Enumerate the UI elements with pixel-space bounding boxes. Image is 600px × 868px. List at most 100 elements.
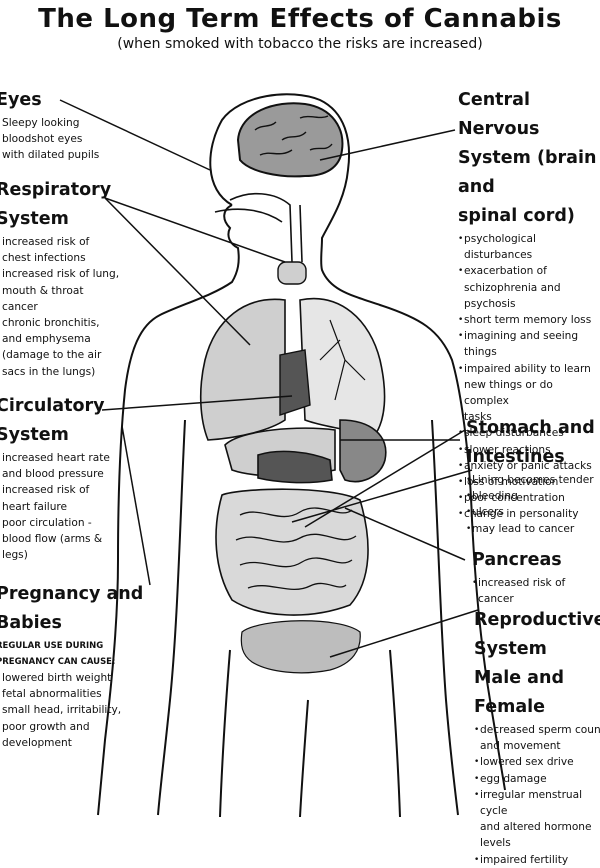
effect-item: psychological disturbances bbox=[458, 231, 600, 263]
respiratory-effects-list: increased risk of chest infections incre… bbox=[0, 234, 119, 380]
stomach-effects-list: Lining becomes tender bleeding ulcers ma… bbox=[466, 472, 595, 537]
heading-line: Intestines bbox=[466, 447, 565, 467]
effect-item: bloodshot eyes bbox=[2, 133, 83, 146]
eyes-heading: Eyes bbox=[0, 86, 99, 115]
cns-heading: Central Nervous System (brain and spinal… bbox=[458, 86, 600, 231]
effect-item: fetal abnormalities bbox=[0, 686, 143, 702]
heading-line: Central Nervous bbox=[458, 90, 540, 139]
effect-item: increased risk of cancer bbox=[472, 575, 600, 607]
respiratory-section: Respiratory System increased risk of che… bbox=[0, 176, 119, 380]
effect-item: and emphysema bbox=[2, 333, 91, 346]
effect-item: poor growth and bbox=[2, 720, 90, 733]
effect-item: increased heart rate bbox=[0, 450, 110, 466]
effect-item: and movement bbox=[480, 740, 561, 753]
stomach-liver bbox=[224, 419, 387, 484]
heart bbox=[279, 349, 311, 416]
effect-item: may lead to cancer bbox=[466, 521, 595, 537]
heading-line: System bbox=[0, 209, 69, 229]
effect-item: and blood pressure bbox=[2, 468, 104, 481]
effect-item: increased risk of lung, bbox=[0, 266, 119, 282]
pregnancy-note: PREGNANCY CAN CAUSE: bbox=[0, 657, 116, 667]
heading-line: System bbox=[474, 639, 547, 659]
stomach-heading: Stomach and Intestines bbox=[466, 414, 595, 472]
effect-item: heart failure bbox=[2, 500, 68, 513]
effect-item: exacerbation of bbox=[458, 263, 600, 279]
pregnancy-section: Pregnancy and Babies REGULAR USE DURING … bbox=[0, 580, 143, 751]
reproductive-heading: Reproductive System Male and Female bbox=[474, 606, 600, 722]
effect-item: legs) bbox=[2, 549, 28, 562]
circulatory-section: Circulatory System increased heart rate … bbox=[0, 392, 110, 563]
effect-item: small head, irritability, bbox=[0, 702, 143, 718]
effect-item: egg damage bbox=[474, 771, 600, 787]
eyes-section: Eyes Sleepy looking bloodshot eyes with … bbox=[0, 86, 99, 164]
reproductive-effects-list: decreased sperm count and movement lower… bbox=[474, 722, 600, 868]
pointer-lines bbox=[59, 99, 479, 658]
heading-line: System bbox=[0, 425, 69, 445]
effect-item: slower reactions bbox=[458, 442, 600, 458]
effect-item: and altered hormone bbox=[480, 821, 592, 834]
heading-line: spinal cord) bbox=[458, 206, 575, 226]
effect-item: (damage to the air bbox=[2, 349, 102, 362]
effect-item: cancer bbox=[2, 300, 38, 313]
effect-item: increased risk of bbox=[0, 234, 119, 250]
effect-item: anxiety or panic attacks bbox=[458, 458, 600, 474]
heading-line: Babies bbox=[0, 613, 62, 633]
circulatory-heading: Circulatory System bbox=[0, 392, 110, 450]
effect-item: blood flow (arms & bbox=[2, 533, 103, 546]
brain bbox=[236, 102, 344, 178]
effect-item: imagining and seeing things bbox=[458, 328, 600, 360]
page-title: The Long Term Effects of Cannabis bbox=[38, 4, 562, 34]
effect-item: lowered sex drive bbox=[474, 754, 600, 770]
respiratory-heading: Respiratory System bbox=[0, 176, 119, 234]
pregnancy-note: REGULAR USE DURING bbox=[0, 641, 104, 651]
effect-item: levels bbox=[480, 837, 511, 850]
effect-item: Lining becomes tender bbox=[466, 472, 595, 488]
pregnancy-effects-list: lowered birth weight fetal abnormalities… bbox=[0, 670, 143, 751]
effect-item: decreased sperm count bbox=[474, 722, 600, 738]
stomach-section: Stomach and Intestines Lining becomes te… bbox=[466, 414, 595, 537]
effect-item: chest infections bbox=[2, 252, 86, 265]
effect-item: chronic bronchitis, bbox=[0, 315, 119, 331]
thyroid bbox=[277, 261, 307, 285]
pregnancy-heading: Pregnancy and Babies bbox=[0, 580, 143, 638]
uterus bbox=[240, 620, 361, 674]
heading-line: Pregnancy and bbox=[0, 584, 144, 604]
heading-line: Eyes bbox=[0, 90, 42, 110]
pancreas-section: Pancreas increased risk of cancer bbox=[472, 546, 600, 607]
effect-item: new things or do complex bbox=[464, 378, 553, 408]
effect-item: sacs in the lungs) bbox=[2, 365, 96, 378]
airway bbox=[214, 192, 303, 263]
heading-line: Reproductive bbox=[474, 610, 600, 630]
reproductive-section: Reproductive System Male and Female decr… bbox=[474, 606, 600, 868]
eyes-effects-list: Sleepy looking bloodshot eyes with dilat… bbox=[0, 115, 99, 164]
anatomy-diagram bbox=[59, 93, 506, 817]
effect-item: development bbox=[2, 736, 72, 749]
effect-item: impaired fertility bbox=[474, 852, 600, 868]
effect-item: lowered birth weight bbox=[0, 670, 143, 686]
effect-item: bleeding bbox=[466, 488, 595, 504]
effect-item: impaired ability to learn bbox=[458, 361, 600, 377]
heading-line: Pancreas bbox=[472, 550, 562, 570]
effect-item: Sleepy looking bbox=[0, 115, 99, 131]
page-subtitle: (when smoked with tobacco the risks are … bbox=[117, 36, 483, 52]
lungs bbox=[199, 297, 386, 441]
effect-item: schizophrenia and psychosis bbox=[464, 281, 561, 310]
heading-line: Male and Female bbox=[474, 668, 564, 717]
heading-line: Circulatory bbox=[0, 396, 105, 416]
effect-item: ulcers bbox=[466, 504, 595, 520]
effect-item: increased risk of bbox=[0, 482, 110, 498]
effect-item: poor circulation - bbox=[0, 515, 110, 531]
effect-item: mouth & throat bbox=[2, 284, 84, 297]
effect-item: with dilated pupils bbox=[2, 149, 100, 162]
intestines bbox=[215, 488, 369, 616]
heading-line: System (brain and bbox=[458, 148, 597, 197]
circulatory-effects-list: increased heart rate and blood pressure … bbox=[0, 450, 110, 563]
effect-item: sleep disturbances bbox=[458, 425, 600, 441]
effect-item: tasks bbox=[464, 411, 492, 424]
effect-item: short term memory loss bbox=[458, 312, 600, 328]
heading-line: Stomach and bbox=[466, 418, 595, 438]
effect-item: irregular menstrual cycle bbox=[474, 787, 600, 819]
heading-line: Respiratory bbox=[0, 180, 112, 200]
pancreas-heading: Pancreas bbox=[472, 546, 600, 575]
pancreas-effects-list: increased risk of cancer bbox=[472, 575, 600, 607]
